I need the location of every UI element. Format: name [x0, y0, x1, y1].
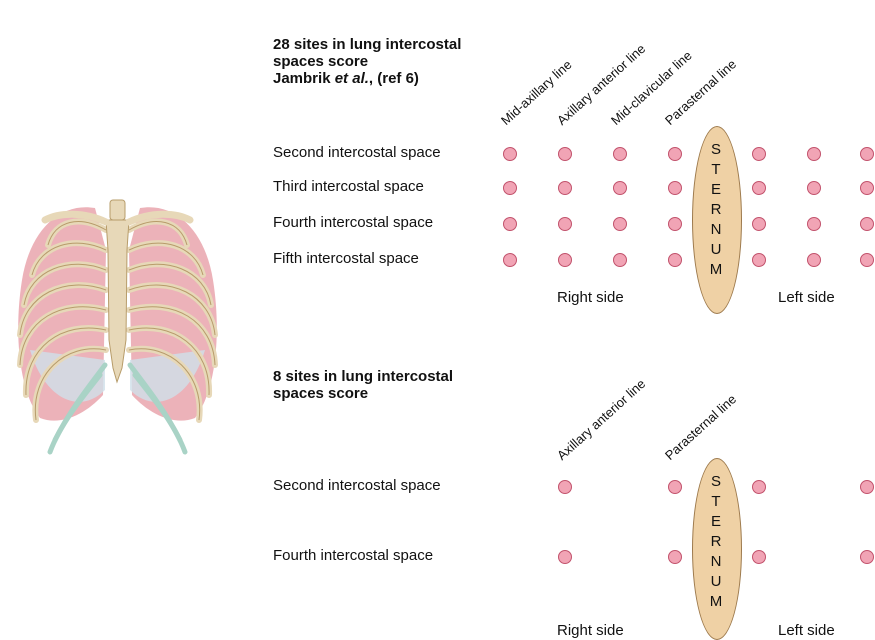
- panel1-site-dot: [752, 253, 766, 267]
- panel1-title-line3: Jambrik et al., (ref 6): [273, 70, 513, 87]
- panel2-row-second: Second intercostal space: [273, 477, 441, 494]
- panel1-site-dot: [613, 147, 627, 161]
- panel2-left-side-label: Left side: [778, 622, 835, 639]
- panel1-site-dot: [807, 253, 821, 267]
- panel2-site-dot: [558, 480, 572, 494]
- panel2-title-line2: spaces score: [273, 385, 513, 402]
- panel2-site-dot: [860, 550, 874, 564]
- panel1-site-dot: [503, 253, 517, 267]
- panel1-site-dot: [558, 181, 572, 195]
- panel2-site-dot: [752, 550, 766, 564]
- panel1-site-dot: [752, 217, 766, 231]
- panel1-sternum-letter: U: [705, 240, 727, 260]
- panel1-site-dot: [807, 147, 821, 161]
- panel1-site-dot: [752, 181, 766, 195]
- panel1-sternum-letter: M: [705, 260, 727, 280]
- panel1-title: 28 sites in lung intercostal spaces scor…: [273, 36, 513, 87]
- panel2-site-dot: [752, 480, 766, 494]
- panel1-site-dot: [752, 147, 766, 161]
- panel2-sternum-letter: N: [705, 552, 727, 572]
- panel2-sternum-letter: U: [705, 572, 727, 592]
- panel1-sternum-letter: T: [705, 160, 727, 180]
- panel1-site-dot: [503, 181, 517, 195]
- panel1-title-line2: spaces score: [273, 53, 513, 70]
- panel1-site-dot: [860, 147, 874, 161]
- panel1-site-dot: [558, 217, 572, 231]
- panel2-title-line1: 8 sites in lung intercostal: [273, 368, 513, 385]
- panel1-title-et-al: et al.: [335, 70, 369, 87]
- panel1-site-dot: [668, 253, 682, 267]
- panel1-sternum-letter: S: [705, 140, 727, 160]
- panel1-title-ref: , (ref 6): [369, 70, 419, 87]
- panel2-sternum-letter: R: [705, 532, 727, 552]
- panel1-site-dot: [668, 181, 682, 195]
- panel1-row-second: Second intercostal space: [273, 144, 441, 161]
- panel1-site-dot: [668, 217, 682, 231]
- panel1-site-dot: [668, 147, 682, 161]
- panel1-title-author: Jambrik: [273, 70, 331, 87]
- panel2-sternum-text: S T E R N U M: [705, 472, 727, 612]
- panel1-title-line1: 28 sites in lung intercostal: [273, 36, 513, 53]
- panel1-sternum-letter: N: [705, 220, 727, 240]
- panel1-site-dot: [807, 217, 821, 231]
- panel1-row-fifth: Fifth intercostal space: [273, 250, 419, 267]
- panel1-sternum-text: S T E R N U M: [705, 140, 727, 280]
- vertebra-column: [110, 200, 125, 220]
- panel1-row-fourth: Fourth intercostal space: [273, 214, 433, 231]
- panel2-sternum-letter: T: [705, 492, 727, 512]
- panel2-sternum-letter: M: [705, 592, 727, 612]
- panel2-site-dot: [558, 550, 572, 564]
- panel2-site-dot: [668, 480, 682, 494]
- panel1-col-axillary-anterior: Axillary anterior line: [554, 41, 648, 128]
- panel2-site-dot: [860, 480, 874, 494]
- panel1-sternum-letter: R: [705, 200, 727, 220]
- panel1-site-dot: [558, 253, 572, 267]
- panel1-site-dot: [860, 181, 874, 195]
- panel2-right-side-label: Right side: [557, 622, 624, 639]
- panel1-row-third: Third intercostal space: [273, 178, 424, 195]
- panel1-site-dot: [860, 217, 874, 231]
- rib-cage-illustration: [0, 190, 235, 465]
- panel2-col-parasternal: Parasternal line: [662, 391, 739, 463]
- panel2-row-fourth: Fourth intercostal space: [273, 547, 433, 564]
- panel1-site-dot: [613, 181, 627, 195]
- panel1-left-side-label: Left side: [778, 289, 835, 306]
- panel1-site-dot: [558, 147, 572, 161]
- panel2-title: 8 sites in lung intercostal spaces score: [273, 368, 513, 402]
- panel2-site-dot: [668, 550, 682, 564]
- panel1-site-dot: [613, 253, 627, 267]
- panel1-sternum-letter: E: [705, 180, 727, 200]
- panel2-col-axillary-anterior: Axillary anterior line: [554, 376, 648, 463]
- panel1-site-dot: [503, 147, 517, 161]
- panel1-site-dot: [503, 217, 517, 231]
- panel1-site-dot: [860, 253, 874, 267]
- panel1-site-dot: [613, 217, 627, 231]
- panel1-right-side-label: Right side: [557, 289, 624, 306]
- panel2-sternum-letter: E: [705, 512, 727, 532]
- panel1-site-dot: [807, 181, 821, 195]
- panel2-sternum-letter: S: [705, 472, 727, 492]
- sternum-bone: [106, 220, 129, 382]
